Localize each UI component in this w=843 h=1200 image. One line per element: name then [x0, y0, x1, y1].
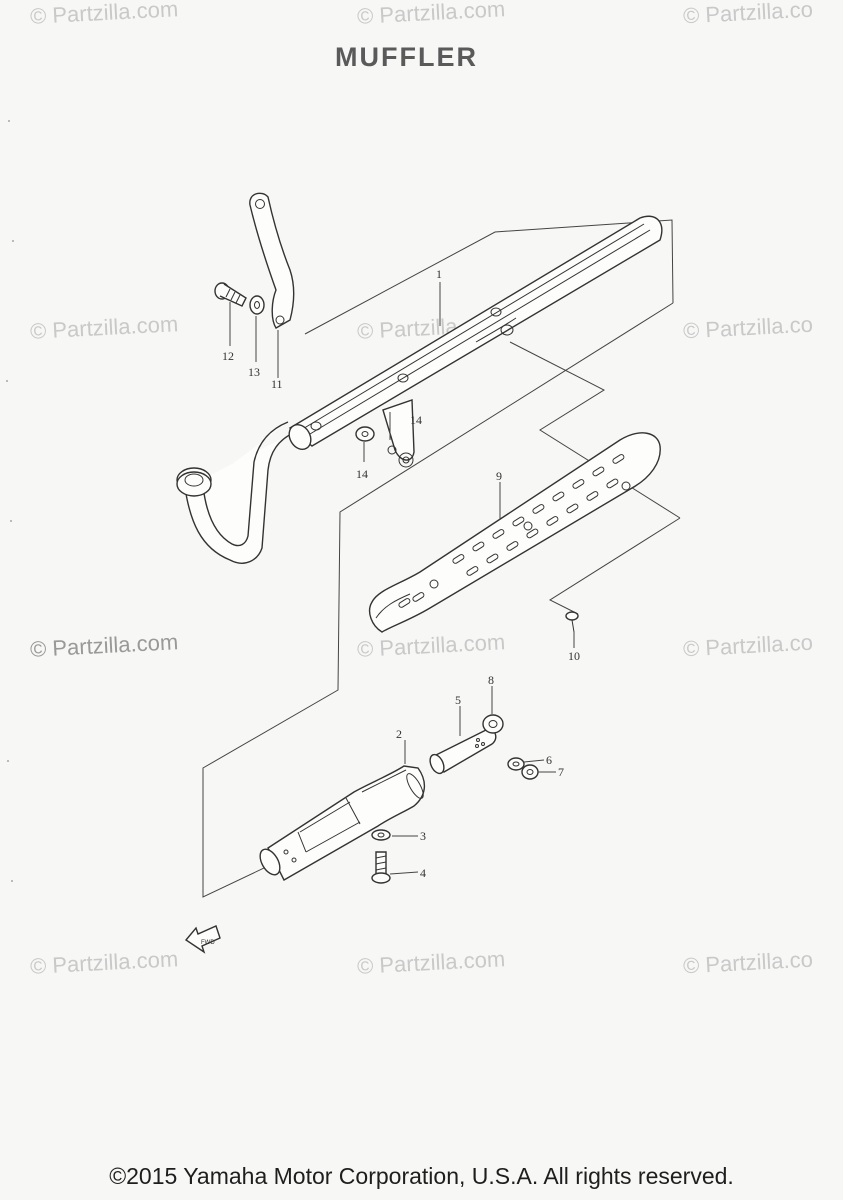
callout-14: 14: [356, 467, 368, 481]
front-arrow-icon: FWD: [184, 925, 221, 954]
callout-6: 6: [546, 753, 552, 767]
protector-slot: [512, 516, 525, 527]
callout-13: 13: [248, 365, 260, 379]
scan-artifacts: [6, 120, 14, 882]
bolt-4: [371, 851, 391, 884]
protector-slot: [526, 528, 539, 539]
muffler-assembly: [176, 215, 663, 564]
protector-slot: [546, 516, 559, 526]
pipe-ring-nut: [176, 467, 212, 497]
callout-leaders: [229, 282, 575, 875]
protector-slot: [506, 541, 519, 551]
protector-slot: [606, 478, 619, 489]
bolt-12: [214, 282, 247, 307]
protector-slot: [452, 554, 465, 564]
protector-slots: [398, 454, 625, 608]
front-arrow-label: FWD: [201, 940, 215, 946]
page-title: MUFFLER: [335, 42, 478, 72]
washer-6: [507, 757, 525, 771]
callout-numbers: 1 2 3 4 5 6 7 8 9 10 11 12 13 14 14: [222, 267, 580, 880]
callout-10: 10: [568, 649, 580, 663]
protector-slot: [532, 504, 545, 514]
tail-pipe-2: [259, 765, 425, 881]
protector-slot: [486, 553, 499, 564]
callout-12: 12: [222, 349, 234, 363]
callout-3: 3: [420, 829, 426, 843]
pipe-5: [429, 728, 497, 775]
callout-5: 5: [455, 693, 461, 707]
protector-slot: [398, 598, 411, 608]
protector-slot: [572, 479, 585, 489]
callout-14: 14: [410, 413, 422, 427]
protector-slot: [612, 454, 625, 464]
callout-2: 2: [396, 727, 402, 741]
protector-slot: [472, 541, 485, 552]
protector-slot: [466, 566, 479, 576]
muffler-stay-bracket: [249, 192, 295, 329]
protector-slot: [412, 592, 425, 602]
callout-8: 8: [488, 673, 494, 687]
screw-10: [565, 611, 579, 633]
protector-slot: [552, 491, 565, 502]
copyright-notice: ©2015 Yamaha Motor Corporation, U.S.A. A…: [109, 1163, 734, 1189]
callout-9: 9: [496, 469, 502, 483]
protector-slot: [566, 503, 579, 514]
reference-lines: [202, 219, 681, 898]
callout-1: 1: [436, 267, 442, 281]
washer-3: [371, 829, 391, 841]
callout-11: 11: [271, 377, 283, 391]
protector-slot: [592, 466, 605, 477]
callout-4: 4: [420, 866, 426, 880]
nut-8: [482, 714, 504, 734]
protector-slot: [586, 491, 599, 501]
nut-7: [521, 764, 539, 780]
washer-13: [249, 295, 265, 315]
muffler-protector: [368, 432, 661, 633]
callout-7: 7: [558, 765, 564, 779]
protector-slot: [492, 529, 505, 539]
